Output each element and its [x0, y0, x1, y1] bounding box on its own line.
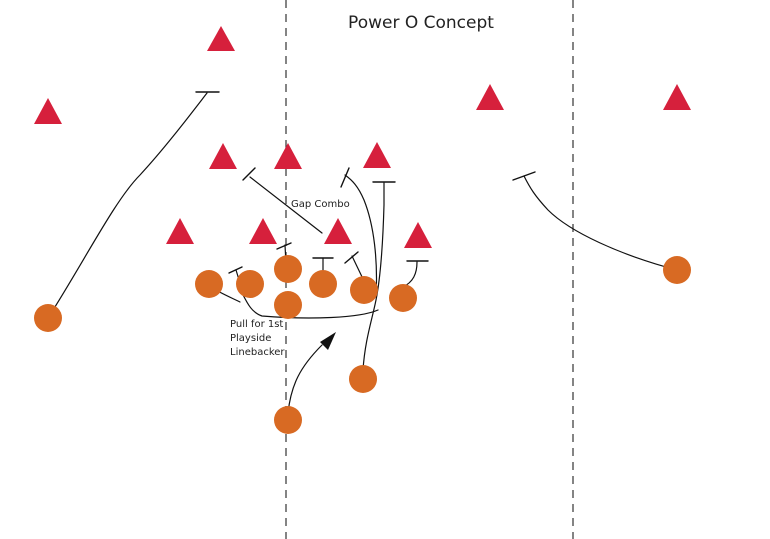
offensive-player-circle	[350, 276, 378, 304]
center-block-bar	[276, 242, 292, 250]
defender-triangle	[274, 143, 302, 169]
pull-label-line3: Linebacker	[230, 347, 285, 358]
offensive-player-circle	[274, 291, 302, 319]
offensive-player-circle	[309, 270, 337, 298]
guard-lead-bar	[340, 167, 350, 188]
offensive-player-circle	[274, 406, 302, 434]
running-back-arrowhead	[320, 332, 336, 350]
defender-triangle	[166, 218, 194, 244]
right-receiver-route	[523, 175, 678, 271]
offensive-player-circle	[195, 270, 223, 298]
guard-lead-path	[344, 174, 378, 298]
offensive-player-circle	[389, 284, 417, 312]
right-receiver-block-bar	[512, 171, 536, 181]
gap-combo-bar	[242, 167, 256, 181]
offensive-player-circle	[274, 255, 302, 283]
right-tackle-block-bar	[344, 251, 359, 264]
pull-label-line1: Pull for 1st	[230, 319, 283, 330]
offensive-player-circle	[349, 365, 377, 393]
gap-combo-label: Gap Combo	[291, 199, 350, 210]
assignment-lines	[47, 91, 678, 414]
pull-label-line2: Playside	[230, 333, 271, 344]
defender-triangle	[207, 26, 235, 51]
left-receiver-route	[47, 92, 208, 319]
tight-end-block	[402, 261, 418, 288]
diagram-title: Power O Concept	[348, 13, 494, 33]
defense	[34, 26, 691, 248]
defender-triangle	[404, 222, 432, 248]
offense	[34, 255, 691, 434]
defender-triangle	[476, 84, 504, 110]
defender-triangle	[209, 143, 237, 169]
pulling-guard-route	[239, 288, 379, 319]
offensive-player-circle	[34, 304, 62, 332]
running-back-path	[287, 344, 323, 414]
defender-triangle	[249, 218, 277, 244]
offensive-player-circle	[236, 270, 264, 298]
defender-triangle	[663, 84, 691, 110]
defender-triangle	[34, 98, 62, 124]
gap-combo-line	[249, 176, 323, 234]
offensive-player-circle	[663, 256, 691, 284]
defender-triangle	[324, 218, 352, 244]
left-tackle-block-bar	[228, 266, 243, 274]
defender-triangle	[363, 142, 391, 168]
fullback-route	[362, 182, 385, 371]
